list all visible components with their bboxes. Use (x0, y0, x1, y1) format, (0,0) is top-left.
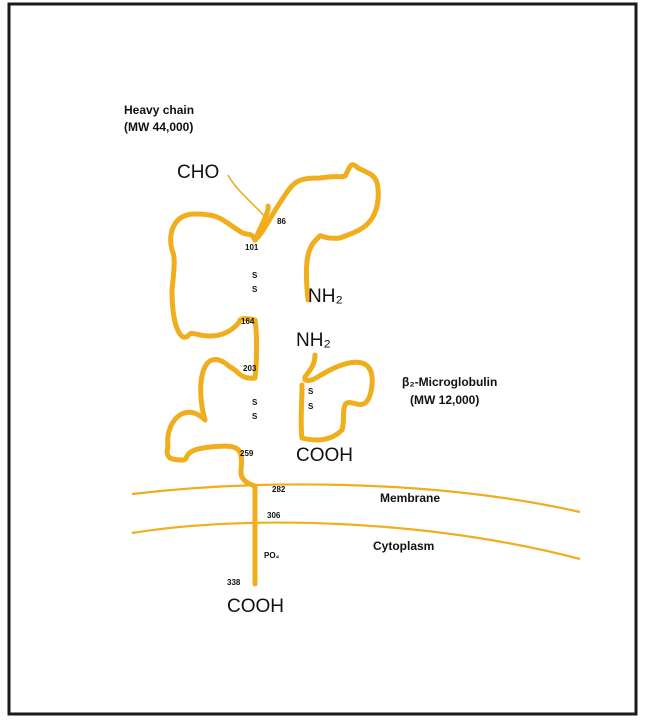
residue-338: 338 (227, 578, 241, 587)
po4-label: PO₄ (264, 551, 280, 560)
b2m-mw: (MW 12,000) (410, 393, 479, 407)
residue-259: 259 (240, 449, 254, 458)
cooh-heavy-label: COOH (227, 596, 284, 617)
nh2-heavy-label: NH₂ (308, 286, 343, 307)
residue-203: 203 (243, 364, 257, 373)
disulfide-s-4: S (252, 412, 258, 421)
heavy-chain-label: Heavy chain (124, 103, 194, 117)
disulfide-s-2: S (252, 285, 258, 294)
residue-86: 86 (277, 217, 286, 226)
membrane-label: Membrane (380, 491, 440, 505)
cho-label: CHO (177, 162, 219, 183)
figure-border (9, 4, 636, 714)
disulfide-s-3: S (252, 398, 258, 407)
residue-101: 101 (245, 243, 259, 252)
heavy-chain-mw: (MW 44,000) (124, 120, 193, 134)
residue-306: 306 (267, 511, 281, 520)
disulfide-s-6: S (308, 402, 314, 411)
cytoplasm-label: Cytoplasm (373, 539, 434, 553)
residue-282: 282 (272, 485, 286, 494)
residue-164: 164 (241, 317, 255, 326)
disulfide-s-5: S (308, 387, 314, 396)
cooh-b2m-label: COOH (296, 445, 353, 466)
b2m-label: β₂-Microglobulin (402, 375, 497, 389)
disulfide-s-1: S (252, 271, 258, 280)
nh2-b2m-label: NH₂ (296, 330, 331, 351)
